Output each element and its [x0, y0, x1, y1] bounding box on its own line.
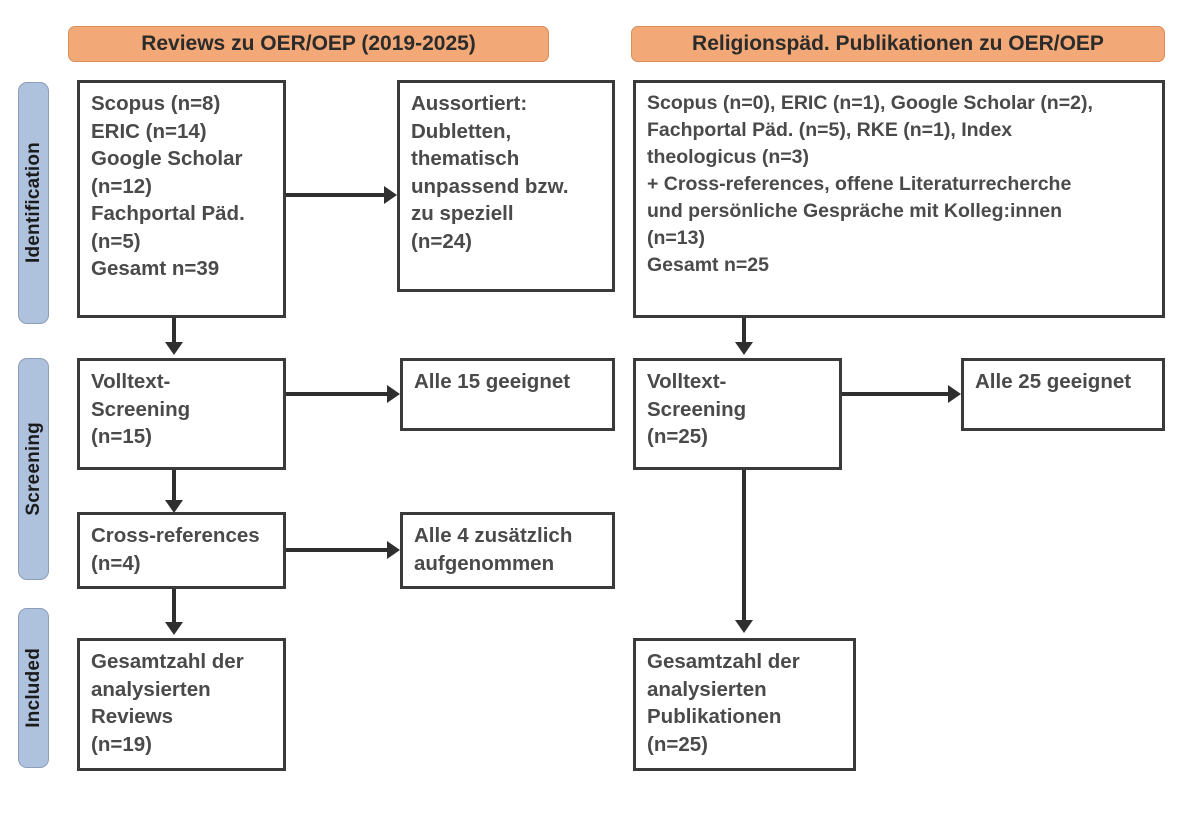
box-right-identification-text: Scopus (n=0), ERIC (n=1), Google Scholar… — [647, 92, 1093, 276]
stage-label-screening-text: Screening — [22, 422, 44, 516]
connector-left-identification-to-screening — [172, 318, 176, 346]
connector-left-identification-to-excluded — [286, 193, 386, 197]
box-left-screening: Volltext- Screening (n=15) — [77, 358, 286, 470]
box-right-screening-result-text: Alle 25 geeignet — [975, 370, 1132, 393]
box-left-included: Gesamtzahl der analysierten Reviews (n=1… — [77, 638, 286, 771]
connector-left-screening-to-crossrefs — [172, 470, 176, 506]
box-left-crossrefs-result: Alle 4 zusätzlich aufgenommen — [400, 512, 615, 589]
stage-label-identification-text: Identification — [22, 142, 44, 264]
stage-label-screening: Screening — [18, 358, 49, 580]
box-left-crossrefs-result-text: Alle 4 zusätzlich aufgenommen — [414, 524, 573, 575]
box-left-screening-result: Alle 15 geeignet — [400, 358, 615, 431]
connector-left-screening-to-result — [286, 392, 389, 396]
box-right-identification: Scopus (n=0), ERIC (n=1), Google Scholar… — [633, 80, 1165, 318]
stage-label-included: Included — [18, 608, 49, 768]
arrowhead-left-identification-to-screening — [165, 342, 183, 355]
box-right-screening: Volltext- Screening (n=25) — [633, 358, 842, 470]
box-right-included: Gesamtzahl der analysierten Publikatione… — [633, 638, 856, 771]
arrowhead-left-screening-to-crossrefs — [165, 500, 183, 513]
connector-right-identification-to-screening — [742, 318, 746, 346]
arrowhead-right-identification-to-screening — [735, 342, 753, 355]
box-left-screening-text: Volltext- Screening (n=15) — [91, 370, 191, 448]
box-right-included-text: Gesamtzahl der analysierten Publikatione… — [647, 650, 800, 756]
box-right-screening-result: Alle 25 geeignet — [961, 358, 1165, 431]
box-left-crossrefs: Cross-references (n=4) — [77, 512, 286, 589]
column-header-left: Reviews zu OER/OEP (2019-2025) — [68, 26, 549, 62]
box-right-screening-text: Volltext- Screening (n=25) — [647, 370, 747, 448]
arrowhead-left-crossrefs-to-result — [387, 541, 400, 559]
box-left-excluded-text: Aussortiert: Dubletten, thematisch unpas… — [411, 92, 569, 253]
box-left-identification-text: Scopus (n=8) ERIC (n=14) Google Scholar … — [91, 92, 245, 280]
connector-right-screening-to-included — [742, 470, 746, 625]
stage-label-included-text: Included — [22, 648, 44, 728]
arrowhead-right-screening-to-result — [948, 385, 961, 403]
column-header-right: Religionspäd. Publikationen zu OER/OEP — [631, 26, 1165, 62]
arrowhead-left-screening-to-result — [387, 385, 400, 403]
box-left-excluded: Aussortiert: Dubletten, thematisch unpas… — [397, 80, 615, 292]
arrowhead-right-screening-to-included — [735, 620, 753, 633]
connector-left-crossrefs-to-result — [286, 548, 389, 552]
box-left-identification: Scopus (n=8) ERIC (n=14) Google Scholar … — [77, 80, 286, 318]
stage-label-identification: Identification — [18, 82, 49, 324]
box-left-crossrefs-text: Cross-references (n=4) — [91, 524, 260, 575]
connector-left-crossrefs-to-included — [172, 589, 176, 627]
arrowhead-left-identification-to-excluded — [384, 186, 397, 204]
connector-right-screening-to-result — [842, 392, 950, 396]
box-left-screening-result-text: Alle 15 geeignet — [414, 370, 571, 393]
arrowhead-left-crossrefs-to-included — [165, 622, 183, 635]
column-header-right-label: Religionspäd. Publikationen zu OER/OEP — [692, 32, 1104, 55]
column-header-left-label: Reviews zu OER/OEP (2019-2025) — [141, 32, 476, 55]
box-left-included-text: Gesamtzahl der analysierten Reviews (n=1… — [91, 650, 244, 756]
